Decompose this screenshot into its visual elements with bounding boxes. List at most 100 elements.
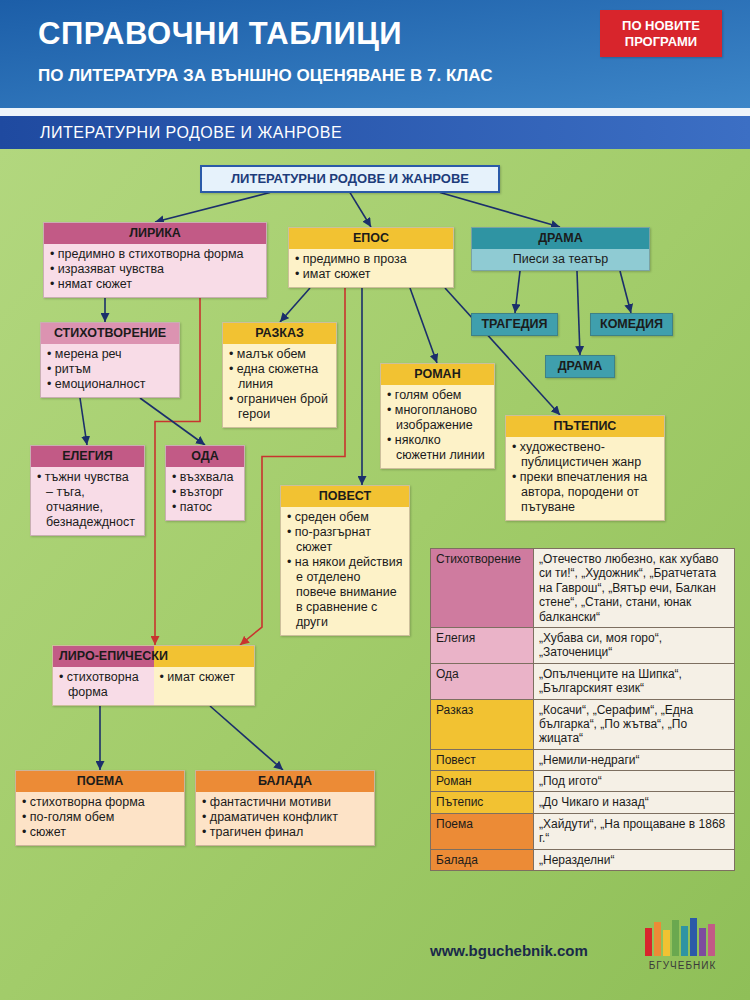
bullet-item: • драматичен конфликт	[202, 810, 368, 825]
genre-arrow	[515, 271, 520, 313]
table-cell-genre: Роман	[431, 771, 534, 792]
table-row: Стихотворение„Отечество любезно, как хуб…	[431, 549, 735, 628]
table-cell-genre: Елегия	[431, 627, 534, 663]
genre-box: ЛИРИКА• предимно в стихотворна форма• из…	[43, 222, 267, 298]
genre-arrow	[577, 271, 580, 355]
bullet-item: • ограничен брой герои	[229, 392, 330, 422]
bullet-item: • предимно в стихотворна форма	[50, 247, 260, 262]
genre-arrow	[99, 706, 101, 770]
bullet-item: • възторг	[172, 485, 238, 500]
table-row: Елегия„Хубава си, моя горо“, „Заточеници…	[431, 627, 735, 663]
table-row: Разказ„Косачи“, „Серафим“, „Една българк…	[431, 699, 735, 749]
examples-table-frame: Стихотворение„Отечество любезно, как хуб…	[430, 548, 735, 871]
table-cell-genre: Поема	[431, 813, 534, 849]
genre-arrow	[350, 193, 371, 227]
table-cell-genre: Повест	[431, 749, 534, 770]
table-cell-examples: „До Чикаго и назад“	[534, 792, 735, 813]
table-cell-examples: „Неразделни“	[534, 849, 735, 870]
box-heading: ПЪТЕПИС	[506, 416, 664, 437]
bullet-item: • нямат сюжет	[50, 277, 260, 292]
box-heading: ТРАГЕДИЯ	[472, 314, 557, 335]
logo-books	[645, 918, 715, 956]
box-heading: ОДА	[166, 446, 244, 467]
table-row: Повест„Немили-недраги“	[431, 749, 735, 770]
table-cell-examples: „Хайдути“, „На прощаване в 1868 г.“	[534, 813, 735, 849]
bullet-item: • стихотворна форма	[53, 667, 154, 705]
genre-box: БАЛАДА• фантастични мотиви• драматичен к…	[195, 770, 375, 846]
bullet-item: • преки впечатления на автора, породени …	[512, 470, 658, 515]
genre-arrow	[140, 398, 205, 445]
website-url: www.bguchebnik.com	[430, 942, 588, 959]
bullet-item: • имат сюжет	[295, 267, 447, 282]
bullet-item: • няколко сюжетни линии	[387, 433, 488, 463]
bullet-item: • възхвала	[172, 470, 238, 485]
genre-arrow	[361, 288, 363, 485]
bullet-item: • художествено-публицистичен жанр	[512, 440, 658, 470]
bullet-item: • тъжни чувства – тъга, отчаяние, безнад…	[37, 470, 138, 530]
genre-box: КОМЕДИЯ	[590, 313, 673, 336]
section-band: ЛИТЕРАТУРНИ РОДОВЕ И ЖАНРОВЕ	[0, 116, 750, 149]
table-cell-examples: „Косачи“, „Серафим“, „Една българка“, „П…	[534, 699, 735, 749]
bullet-item: • мерена реч	[47, 347, 173, 362]
page-title: СПРАВОЧНИ ТАБЛИЦИ	[38, 16, 402, 52]
genre-box: ПОЕМА• стихотворна форма• по-голям обем•…	[15, 770, 185, 846]
table-cell-genre: Балада	[431, 849, 534, 870]
bullet-item: • по-голям обем	[22, 810, 178, 825]
genre-box: ЕПОС• предимно в проза• имат сюжет	[288, 227, 454, 288]
box-heading: БАЛАДА	[196, 771, 374, 792]
box-heading: ЕЛЕГИЯ	[31, 446, 144, 467]
table-row: Балада„Неразделни“	[431, 849, 735, 870]
box-heading: РОМАН	[381, 364, 494, 385]
genre-arrow	[104, 298, 106, 322]
table-row: Ода„Опълченците на Шипка“, „Българският …	[431, 663, 735, 699]
genre-box: ПОВЕСТ• среден обем• по-разгърнат сюжет•…	[280, 485, 410, 636]
table-cell-genre: Стихотворение	[431, 549, 534, 628]
genre-arrow	[280, 288, 310, 322]
genre-arrow	[620, 271, 631, 313]
bullet-item: • стихотворна форма	[22, 795, 178, 810]
bullet-item: • многопланово изображение	[387, 403, 488, 433]
bullet-item: • среден обем	[287, 510, 403, 525]
box-heading: ЛИТЕРАТУРНИ РОДОВЕ И ЖАНРОВЕ	[202, 167, 498, 191]
box-heading: СТИХОТВОРЕНИЕ	[41, 323, 179, 344]
genre-box: ОДА • възхвала• възторг• патос	[165, 445, 245, 521]
bullet-item: • патос	[172, 500, 238, 515]
publisher-logo-text: БГУЧЕБНИК	[625, 960, 740, 971]
box-heading: КОМЕДИЯ	[591, 314, 672, 335]
header-strip	[0, 108, 750, 116]
box-subheading: Пиеси за театър	[472, 249, 649, 270]
genre-arrow	[440, 193, 560, 227]
table-row: Роман„Под игото“	[431, 771, 735, 792]
table-cell-examples: „Под игото“	[534, 771, 735, 792]
box-heading: ЕПОС	[289, 228, 453, 249]
table-cell-examples: „Опълченците на Шипка“, „Българският ези…	[534, 663, 735, 699]
genre-box: ЛИРО-ЕПИЧЕСКИ• стихотворна форма• имат с…	[52, 645, 255, 706]
genre-arrow	[155, 193, 270, 222]
box-heading: РАЗКАЗ	[223, 323, 336, 344]
box-heading: ЛИТЕРАТУРНИ РОДОВЕ И ЖАНРОВЕ	[0, 116, 750, 149]
bullet-item: • трагичен финал	[202, 825, 368, 840]
genre-arrow	[410, 288, 437, 363]
bullet-item: • изразяват чувства	[50, 262, 260, 277]
genre-arrow	[210, 706, 283, 770]
bullet-item: • имат сюжет	[154, 667, 255, 705]
box-heading: ПО НОВИТЕ ПРОГРАМИ	[600, 10, 722, 57]
box-heading: ПОЕМА	[16, 771, 184, 792]
page-subtitle: ПО ЛИТЕРАТУРА ЗА ВЪНШНО ОЦЕНЯВАНЕ В 7. К…	[38, 66, 492, 86]
box-heading: ЛИРО-ЕПИЧЕСКИ	[53, 646, 254, 667]
program-badge: ПО НОВИТЕ ПРОГРАМИ	[600, 10, 722, 57]
box-heading: ДРАМА	[546, 356, 614, 377]
bullet-item: • голям обем	[387, 388, 488, 403]
bullet-item: • ритъм	[47, 362, 173, 377]
examples-table: Стихотворение„Отечество любезно, как хуб…	[430, 548, 735, 871]
table-row: Пътепис„До Чикаго и назад“	[431, 792, 735, 813]
genre-box: ТРАГЕДИЯ	[471, 313, 558, 336]
green-ground	[0, 148, 750, 1000]
genre-box: ЕЛЕГИЯ • тъжни чувства – тъга, отчаяние, …	[30, 445, 145, 536]
genre-box: РОМАН • голям обем• многопланово изображе…	[380, 363, 495, 469]
table-cell-genre: Разказ	[431, 699, 534, 749]
bullet-item: • една сюжетна линия	[229, 362, 330, 392]
table-cell-examples: „Немили-недраги“	[534, 749, 735, 770]
genre-box: РАЗКАЗ• малък обем• една сюжетна линия• …	[222, 322, 337, 428]
bullet-item: • на някои действия е отделено повече вн…	[287, 555, 403, 630]
